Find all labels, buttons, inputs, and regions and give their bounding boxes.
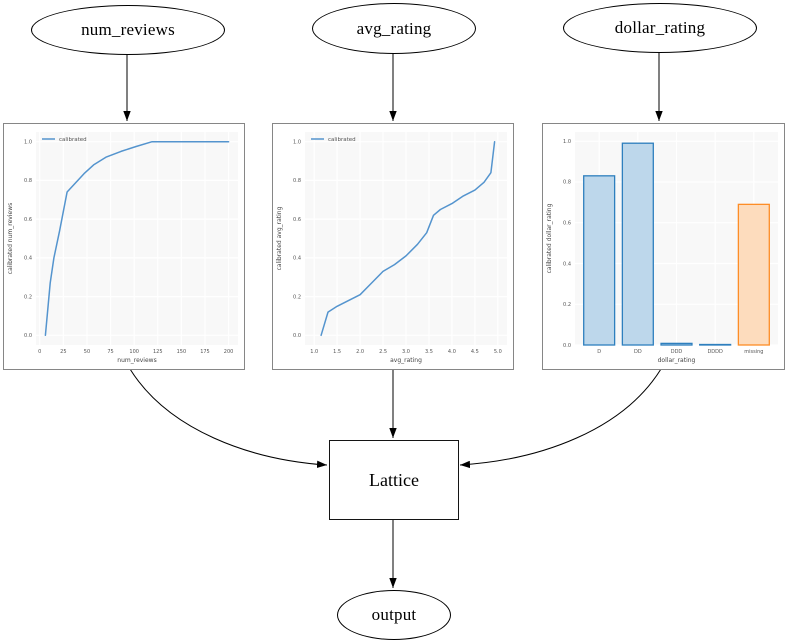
node-output-label: output xyxy=(371,605,417,624)
x-tick-label: 1.5 xyxy=(333,349,341,355)
plot-area xyxy=(36,132,238,345)
x-tick-label: DD xyxy=(634,349,642,355)
x-tick-label: 3.5 xyxy=(425,349,433,355)
calibrator-plot-avg-rating: 1.0 1.5 2.0 2.5 3.0 3.5 4.0 4.5 5.0 0.0 0.2 0.4 0.6 0… xyxy=(272,123,514,370)
node-avg-rating-label: avg_rating xyxy=(356,18,432,38)
edge-plot1-to-lattice xyxy=(129,368,328,469)
y-tick-label: 0.6 xyxy=(24,217,32,223)
bar-missing xyxy=(737,203,770,346)
node-output: output xyxy=(337,590,451,640)
y-axis-label: calibrated avg_rating xyxy=(276,206,283,270)
y-tick-label: 1.0 xyxy=(293,139,301,145)
y-tick-label: 0.8 xyxy=(563,180,571,186)
node-avg-rating: avg_rating xyxy=(312,3,476,54)
bar-DDD xyxy=(660,342,693,346)
x-axis-label: avg_rating xyxy=(390,357,422,364)
edge-plot3-to-lattice xyxy=(459,368,662,469)
y-axis-label: calibrated num_reviews xyxy=(7,203,14,274)
node-num-reviews: num_reviews xyxy=(31,5,225,55)
x-tick-label: 2.0 xyxy=(356,349,364,355)
x-tick-label: 75 xyxy=(107,349,113,355)
node-dollar-rating-label: dollar_rating xyxy=(614,18,706,37)
y-tick-label: 0.0 xyxy=(24,333,32,339)
y-tick-label: 0.8 xyxy=(24,178,32,184)
x-axis-label: num_reviews xyxy=(117,357,156,364)
node-lattice-label: Lattice xyxy=(369,469,419,490)
x-tick-label: 4.5 xyxy=(471,349,479,355)
y-tick-label: 0.0 xyxy=(563,343,571,349)
x-tick-label: DDDD xyxy=(707,349,723,355)
y-tick-label: 0.2 xyxy=(24,294,32,300)
x-axis-label: dollar_rating xyxy=(658,357,696,364)
x-tick-label: 1.0 xyxy=(310,349,318,355)
x-tick-label: missing xyxy=(744,349,763,355)
x-tick-label: 4.0 xyxy=(448,349,456,355)
x-tick-label: 125 xyxy=(153,349,163,355)
x-tick-label: 0 xyxy=(38,349,41,355)
x-tick-label: 150 xyxy=(177,349,187,355)
x-tick-label: 25 xyxy=(60,349,66,355)
num-reviews-calibration-chart: 0 25 50 75 100 125 150 175 200 0.0 0.2 0.4 0.6 0.8 1.0… xyxy=(7,132,238,364)
x-tick-label: 2.5 xyxy=(379,349,387,355)
node-num-reviews-label: num_reviews xyxy=(81,20,175,39)
node-dollar-rating: dollar_rating xyxy=(563,3,757,53)
y-tick-label: 0.8 xyxy=(293,178,301,184)
x-tick-label: 3.0 xyxy=(402,349,410,355)
x-tick-label: 200 xyxy=(224,349,234,355)
calibration-curve xyxy=(320,140,496,337)
y-tick-label: 0.6 xyxy=(293,217,301,223)
y-tick-label: 0.4 xyxy=(563,261,571,267)
legend-label: calibrated xyxy=(59,137,87,143)
y-tick-label: 0.0 xyxy=(293,333,301,339)
y-tick-label: 1.0 xyxy=(563,139,571,145)
node-lattice: Lattice xyxy=(329,440,459,520)
y-tick-label: 1.0 xyxy=(24,139,32,145)
x-tick-label: 100 xyxy=(129,349,139,355)
bar-DD xyxy=(621,142,654,346)
y-tick-label: 0.2 xyxy=(563,302,571,308)
x-tick-label: DDD xyxy=(671,349,683,355)
x-tick-label: 5.0 xyxy=(494,349,502,355)
calibrator-plot-num-reviews: 0 25 50 75 100 125 150 175 200 0.0 0.2 0.4 0.6 0.8 1.0… xyxy=(3,123,245,370)
y-tick-label: 0.4 xyxy=(293,256,301,262)
bar-DDDD xyxy=(699,343,732,346)
y-tick-label: 0.2 xyxy=(293,294,301,300)
legend-label: calibrated xyxy=(328,137,356,143)
x-tick-label: D xyxy=(597,349,601,355)
x-tick-label: 175 xyxy=(200,349,210,355)
bar-D xyxy=(583,175,616,346)
avg-rating-calibration-chart: 1.0 1.5 2.0 2.5 3.0 3.5 4.0 4.5 5.0 0.0 0.2 0.4 0.6 0… xyxy=(276,132,507,364)
y-tick-label: 0.6 xyxy=(563,221,571,227)
y-tick-label: 0.4 xyxy=(24,256,32,262)
x-tick-label: 50 xyxy=(84,349,90,355)
calibration-curve xyxy=(44,140,230,337)
y-axis-label: calibrated dollar_rating xyxy=(546,203,553,273)
